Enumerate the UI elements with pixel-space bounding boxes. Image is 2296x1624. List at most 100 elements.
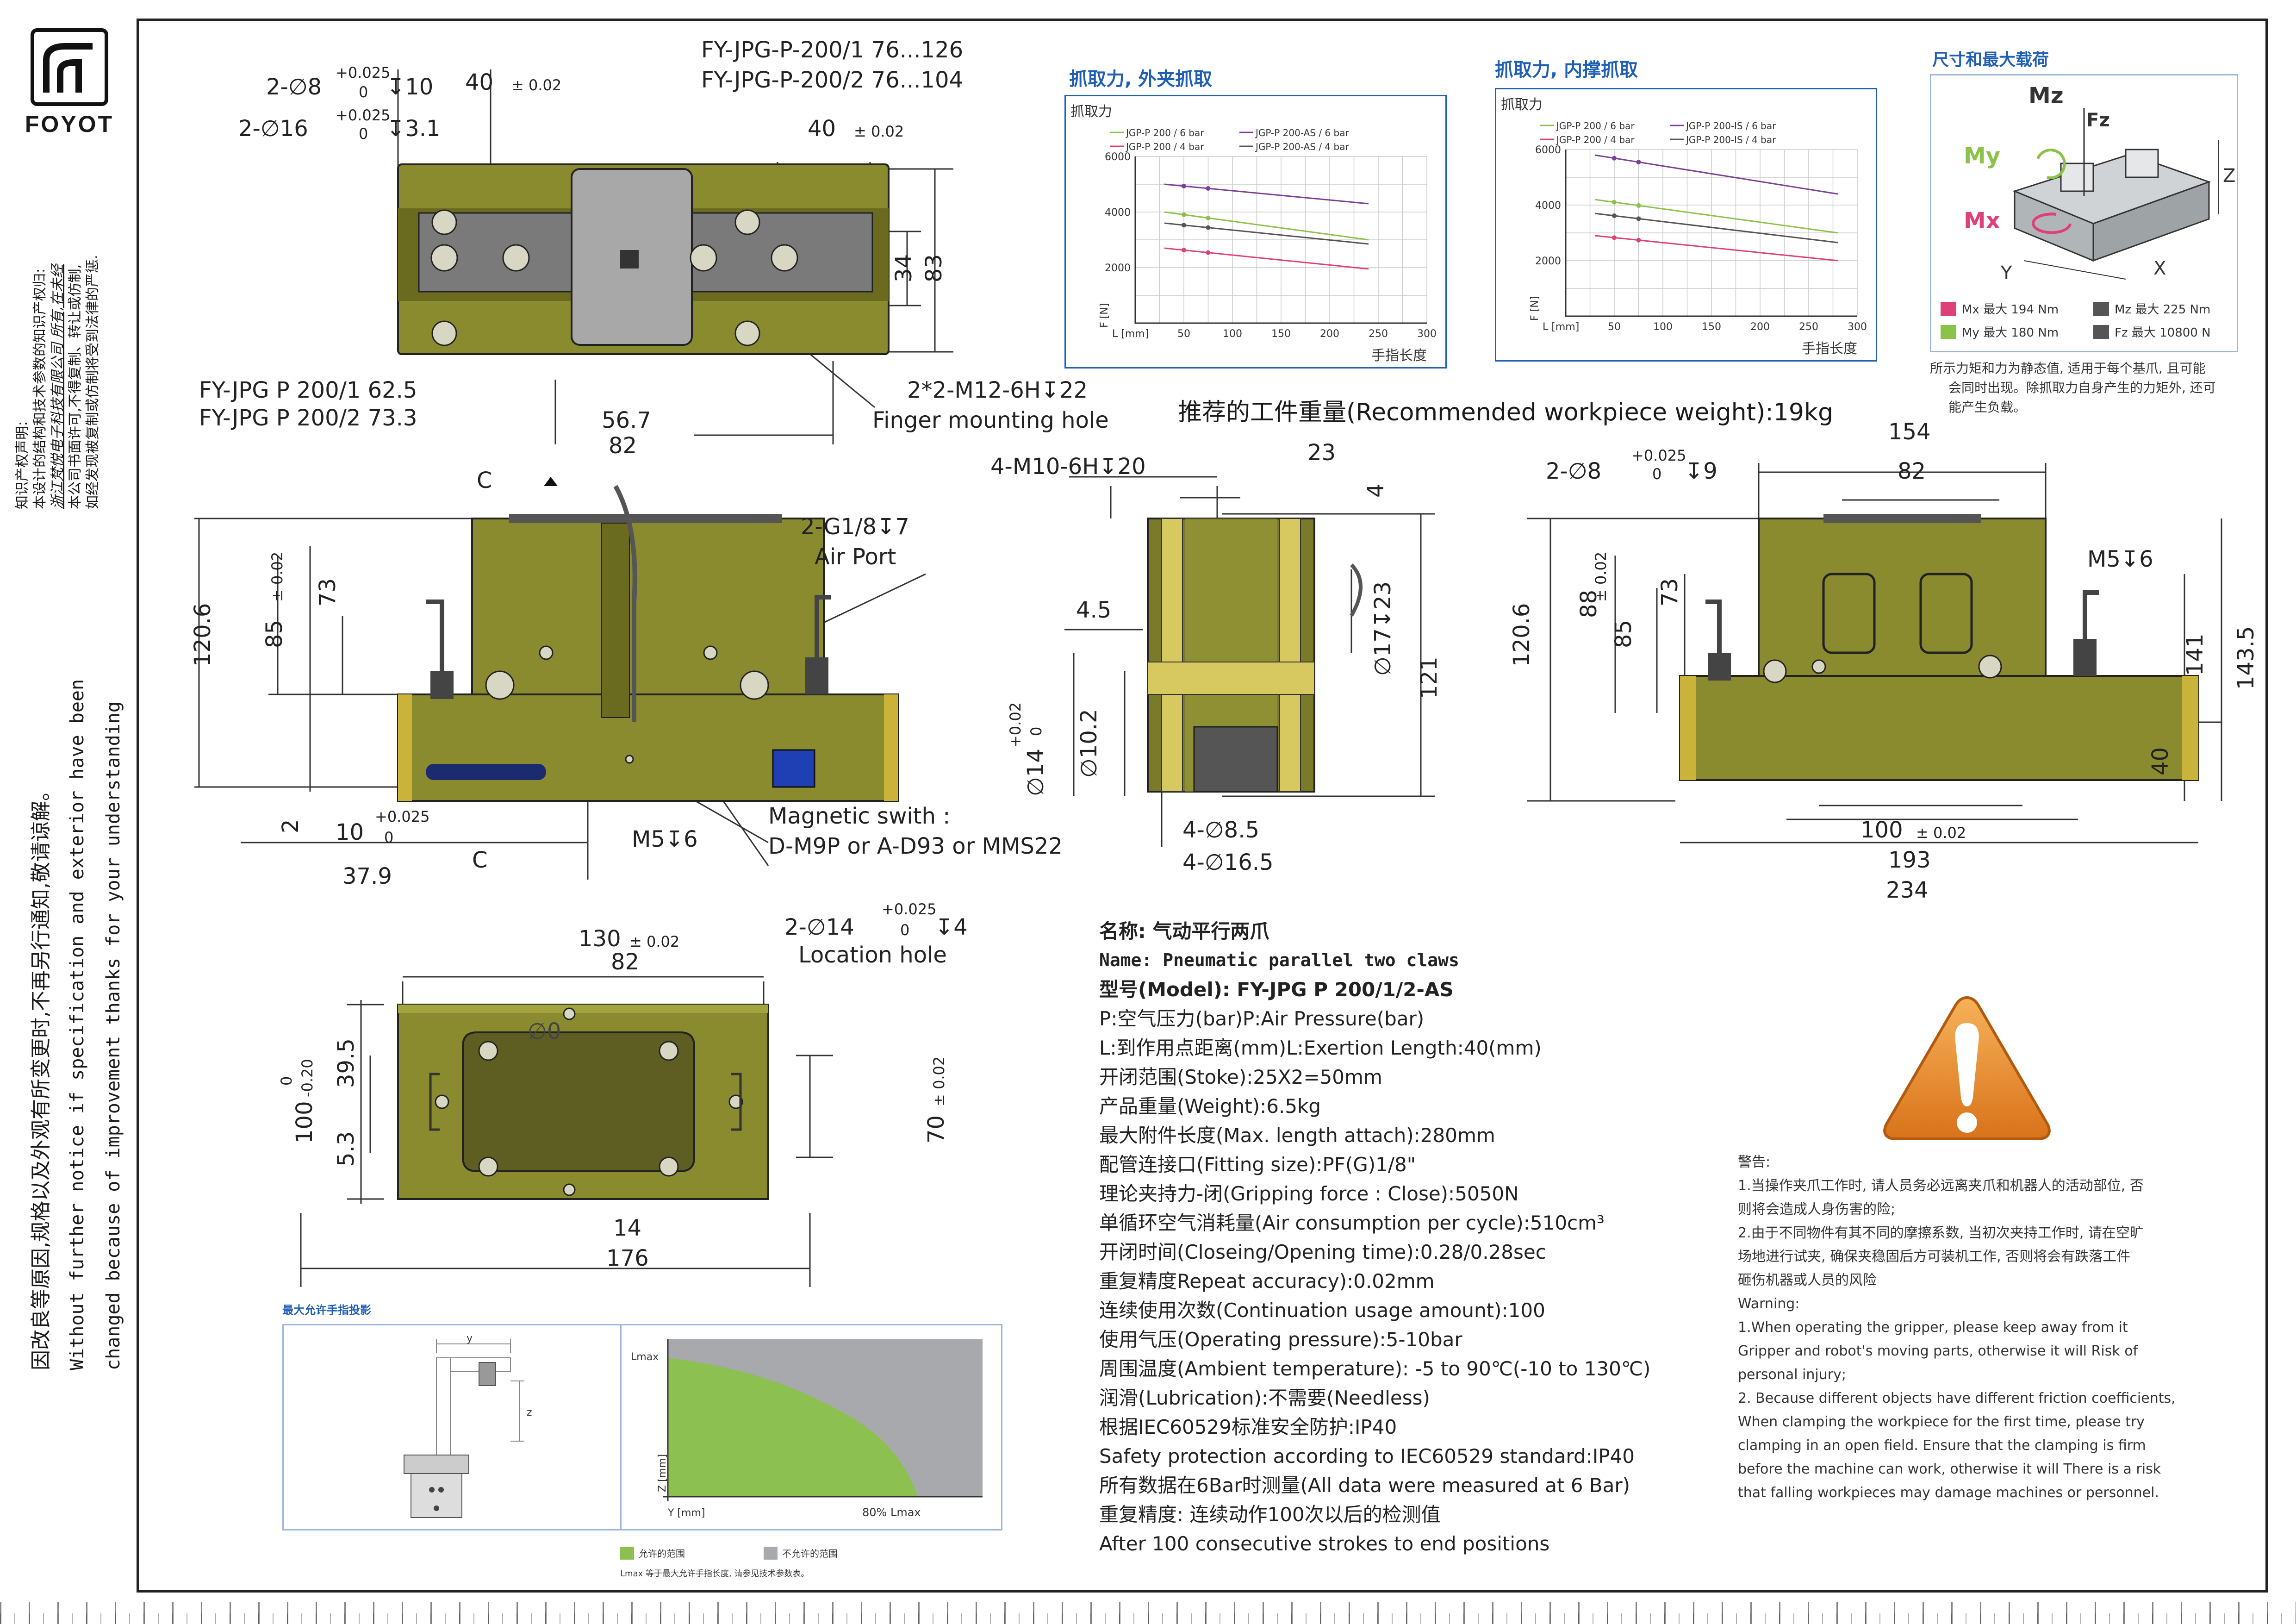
front-air-port-dim: 2-G1/8↧7 [801,514,909,540]
side-dim-82: 82 [1898,458,1926,484]
loads-item-mx: Mx 最大 194 Nm [1941,300,2059,317]
side-dim-hole8-tol0: 0 [1652,465,1662,483]
spec-line-11: 单循环空气消耗量(Air consumption per cycle):510c… [1099,1212,1605,1234]
top-model-1: FY-JPG-P-200/1 76...126 [701,37,964,63]
chart-ext-series-line-1 [1164,183,1369,205]
chart-ext-series-line-4 [1164,247,1369,270]
warning-line-15: that falling workpieces may damage machi… [1738,1485,2159,1501]
section-dim-23: 23 [1307,440,1336,466]
loads-swatch-my [1941,325,1956,339]
chart-int-xtick: 250 [1799,321,1818,333]
warning-line-13: clamping in an open field. Ensure that t… [1738,1437,2146,1454]
chart-int-series-point-1 [1636,160,1641,165]
spec-line-9: 配管连接口(Fitting size):PF(G)1/8" [1099,1153,1416,1176]
section-dim-m10: 4-M10-6H↧20 [990,454,1146,480]
chart-int-xtick: 100 [1653,321,1673,333]
top-dim-40b-tol: ± 0.02 [854,123,904,140]
finger-proj-title: 最大允许手指投影 [282,1304,371,1317]
front-dim-2: 2 [278,819,304,833]
finger-chart-svg: Y [mm] Z [mm] Lmax 80% Lmax [631,1339,983,1519]
chart-int-series-line-2 [1594,199,1838,234]
finger-proj-z: z [527,1407,532,1418]
bottom-dim-100-tol: -0.20 [299,1059,316,1097]
finger-proj-svg: y z [404,1333,532,1518]
front-air-port-label: Air Port [815,544,896,570]
spec-line-21: 重复精度: 连续动作100次以后的检测值 [1099,1503,1441,1526]
chart-ext-legend-3: JGP-P 200 / 4 bar [1125,141,1204,152]
ip-notice-line-1: 本设计的结构和技术参数的知识产权归: [32,268,48,509]
spec-line-10: 理论夹持力-闭(Gripping force : Close):5050N [1099,1182,1519,1205]
top-dim-hole16-tol0: 0 [359,125,368,143]
side-dim-73: 73 [1657,578,1683,606]
finger-legend-denied: 不允许的范围 [764,1546,838,1560]
loads-mz: Mz [2028,83,2064,109]
chart-ext-series-point-2 [1182,212,1186,217]
finger-chart-z-axis: Z [mm] [657,1454,668,1492]
finger-legend-denied-swatch [764,1546,778,1560]
top-model-2: FY-JPG-P-200/2 76...104 [701,67,964,93]
brand-logo: FOYOT [23,28,116,137]
chart-int-legend-4: JGP-P 200-IS / 4 bar [1685,134,1776,145]
top-dim-hole16-tol: +0.025 [336,106,391,124]
chart-int-ytick: 6000 [1535,144,1561,156]
spec-line-16: 周围温度(Ambient temperature): -5 to 90℃(-10… [1099,1357,1651,1380]
chart-ext-series-point-2 [1206,215,1211,220]
side-dim-154: 154 [1888,419,1931,445]
front-magnetic-models: D-M9P or A-D93 or MMS22 [768,833,1063,859]
front-dim-10-tol0: 0 [384,829,394,846]
chart-ext-xlabel: L [mm] [1112,328,1149,340]
top-dim-hole8-depth: ↧10 [386,74,434,100]
top-dim-hole8-tol: +0.025 [336,64,391,81]
side-dim-85-tol: ± 0.02 [1592,551,1610,602]
bottom-dim-70: 70 [923,1115,949,1143]
section-dim-4-5: 4.5 [1076,597,1112,623]
warning-text: 警告: 1.当操作夹爪工作时, 请人员务必远离夹爪和机器人的活动部位, 否 则将… [1738,1150,2176,1505]
chart-int-xlabel-cn: 手指长度 [1802,341,1857,357]
chart-int-legend-2: JGP-P 200-IS / 6 bar [1685,120,1776,131]
brand-name: FOYOT [25,111,114,137]
front-view-drawing [194,477,926,880]
loads-label-mx: Mx 最大 194 Nm [1962,303,2059,317]
chart-int-series-point-3 [1612,213,1617,219]
top-dim-82: 82 [609,433,637,459]
spec-line-1: 名称: 气动平行两爪 [1099,920,1269,943]
top-dim-hole16: 2-∅16 [238,116,308,142]
side-dim-193: 193 [1888,847,1931,873]
spec-line-15: 使用气压(Operating pressure):5-10bar [1099,1328,1462,1351]
bottom-dim-130: 130 [579,926,621,952]
loads-item-fz: Fz 最大 10800 N [2093,323,2211,340]
chart-ext-series-point-4 [1206,250,1211,255]
bottom-view-drawing [300,976,833,1287]
bottom-dim-hole14-tol0: 0 [900,921,910,939]
side-dim-hole8-depth: ↧9 [1685,458,1717,484]
bottom-ruler [0,1602,2296,1624]
ip-notice: 知识产权声明: 本设计的结构和技术参数的知识产权归: 浙江梵悦电子科技有限公司 … [14,255,102,509]
chart-int-series-line-4 [1594,235,1838,262]
spec-line-14: 连续使用次数(Continuation usage amount):100 [1099,1299,1545,1322]
section-dim-8-5: 4-∅8.5 [1182,817,1260,843]
warning-line-10: personal injury; [1738,1367,1846,1383]
top-model-len-2: FY-JPG P 200/2 73.3 [199,405,417,431]
chart-int-legend: JGP-P 200 / 6 bar JGP-P 200-IS / 6 bar J… [1540,120,1776,145]
section-view-drawing [1064,476,1435,847]
finger-chart-pct: 80% Lmax [862,1506,921,1519]
finger-proj-diagram: y z [282,1324,623,1530]
top-dim-40-tol: ± 0.02 [511,76,562,94]
spec-line-8: 最大附件长度(Max. length attach):280mm [1099,1124,1495,1147]
bottom-dim-100: 100 [292,1101,317,1143]
spec-line-18: 根据IEC60529标准安全防护:IP40 [1099,1416,1397,1438]
chart-int-series-line-1 [1594,154,1838,195]
spec-line-20: 所有数据在6Bar时测量(All data were measured at 6… [1099,1474,1630,1497]
spec-line-5: L:到作用点距离(mm)L:Exertion Length:40(mm) [1099,1037,1542,1059]
chart-ext-ytick: 4000 [1105,207,1131,219]
top-dim-hole8: 2-∅8 [266,74,322,100]
chart-ext-axes [1134,156,1427,324]
warning-line-12: When clamping the workpiece for the firs… [1738,1414,2145,1430]
chart-int-xlabel: L [mm] [1543,321,1579,333]
warning-line-2: 1.当操作夹爪工作时, 请人员务必远离夹爪和机器人的活动部位, 否 [1738,1178,2144,1194]
loads-label-fz: Fz 最大 10800 N [2115,326,2211,340]
top-dim-34: 34 [891,254,917,282]
loads-note-2: 会同时出现。除抓取力自身产生的力矩外, 还可 [1948,380,2216,395]
